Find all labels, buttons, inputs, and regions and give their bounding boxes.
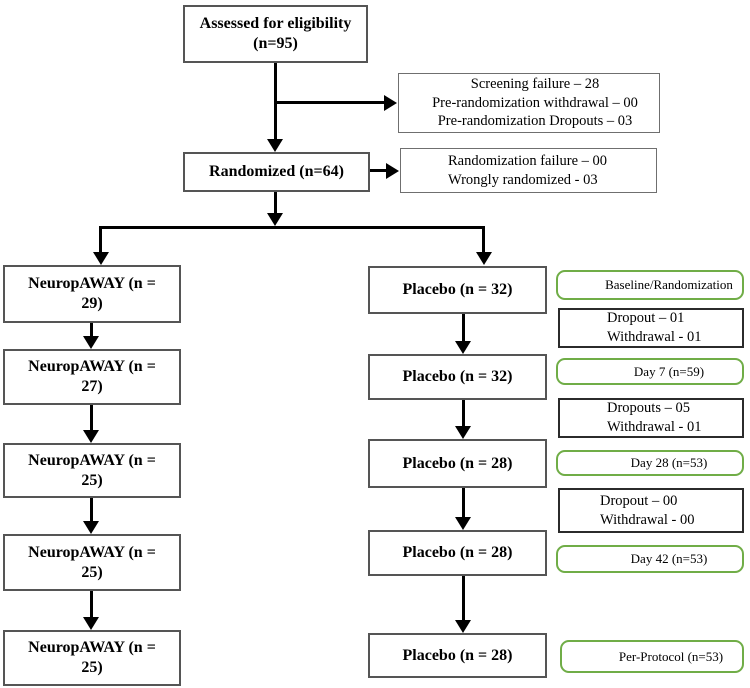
milestone-day42-box: Day 42 (n=53) (556, 545, 744, 573)
down-arrow-icon (83, 336, 99, 349)
screening-exclusions-line2: Pre-randomization withdrawal – 00 (432, 94, 638, 111)
placebo-box-3: Placebo (n = 28) (368, 439, 547, 488)
placebo-arrow-2-line (462, 400, 465, 427)
connector-to-screening-exclusions-line (275, 101, 384, 104)
placebo-box-4: Placebo (n = 28) (368, 530, 547, 576)
branch-right-stub-line (482, 226, 485, 253)
placebo-box-5-label: Placebo (n = 28) (402, 646, 513, 664)
neuropaway-box-2-line2: 27) (81, 378, 103, 395)
milestone-baseline-box: Baseline/Randomization (556, 270, 744, 300)
placebo-box-5: Placebo (n = 28) (368, 633, 547, 678)
randomized-label: Randomized (n=64) (209, 163, 344, 180)
neuropaway-box-5: NeuropAWAY (n = 25) (3, 630, 181, 686)
down-arrow-icon (93, 252, 109, 265)
randomization-exclusions-line2: Wrongly randomized - 03 (448, 171, 598, 188)
neuropaway-box-5-line1: NeuropAWAY (n = (28, 639, 156, 656)
milestone-day42-label: Day 42 (n=53) (630, 551, 708, 566)
attrition-2-line2: Withdrawal - 01 (607, 419, 702, 435)
eligibility-line1: Assessed for eligibility (199, 15, 352, 32)
attrition-3-line2: Withdrawal - 00 (600, 511, 695, 528)
neuropaway-box-4: NeuropAWAY (n = 25) (3, 534, 181, 591)
attrition-box-1: Dropout – 01 Withdrawal - 01 (558, 308, 744, 348)
neuropaway-arrow-3-line (90, 498, 93, 522)
randomized-box: Randomized (n=64) (183, 152, 370, 192)
screening-exclusions-box: Screening failure – 28 Pre-randomization… (398, 73, 660, 133)
eligibility-box: Assessed for eligibility (n=95) (183, 5, 368, 63)
milestone-baseline-label: Baseline/Randomization (605, 277, 733, 292)
attrition-box-2: Dropouts – 05 Withdrawal - 01 (558, 398, 744, 438)
attrition-3-line1: Dropout – 00 (600, 492, 678, 509)
connector-to-randomization-exclusions-line (370, 169, 387, 172)
down-arrow-icon (455, 620, 471, 633)
down-arrow-icon (83, 430, 99, 443)
down-arrow-icon (476, 252, 492, 265)
branch-left-stub-line (99, 226, 102, 253)
neuropaway-box-2-line1: NeuropAWAY (n = (28, 358, 156, 375)
randomization-exclusions-box: Randomization failure – 00 Wrongly rando… (400, 148, 657, 193)
connector-randomized-to-branch-line (274, 192, 277, 215)
placebo-arrow-3-line (462, 488, 465, 518)
down-arrow-icon (455, 341, 471, 354)
neuropaway-box-3: NeuropAWAY (n = 25) (3, 443, 181, 498)
neuropaway-box-4-line1: NeuropAWAY (n = (28, 543, 156, 561)
milestone-per-protocol-label: Per-Protocol (n=53) (618, 648, 724, 664)
milestone-per-protocol-box: Per-Protocol (n=53) (560, 640, 744, 673)
placebo-box-1-label: Placebo (n = 32) (402, 281, 513, 298)
neuropaway-arrow-4-line (90, 591, 93, 618)
neuropaway-box-2: NeuropAWAY (n = 27) (3, 349, 181, 405)
placebo-arrow-4-line (462, 576, 465, 621)
attrition-2-line1: Dropouts – 05 (607, 400, 690, 417)
eligibility-line2: (n=95) (253, 35, 298, 52)
placebo-box-2-label: Placebo (n = 32) (402, 368, 513, 385)
down-arrow-icon (455, 517, 471, 530)
neuropaway-box-1-line1: NeuropAWAY (n = (28, 275, 156, 292)
screening-exclusions-line1: Screening failure – 28 (470, 75, 600, 92)
neuropaway-box-4-line2: 25) (81, 563, 103, 581)
neuropaway-arrow-1-line (90, 323, 93, 337)
placebo-box-3-label: Placebo (n = 28) (402, 454, 513, 472)
down-arrow-icon (455, 426, 471, 439)
right-arrow-icon (384, 95, 397, 111)
neuropaway-box-1-line2: 29) (81, 295, 103, 312)
milestone-day7-box: Day 7 (n=59) (556, 358, 744, 385)
milestone-day7-label: Day 7 (n=59) (633, 363, 705, 379)
attrition-box-3: Dropout – 00 Withdrawal - 00 (558, 488, 744, 533)
placebo-box-4-label: Placebo (n = 28) (402, 544, 513, 561)
milestone-day28-label: Day 28 (n=53) (630, 455, 708, 470)
milestone-day28-box: Day 28 (n=53) (556, 450, 744, 476)
screening-exclusions-line3: Pre-randomization Dropouts – 03 (437, 113, 633, 130)
randomization-exclusions-line1: Randomization failure – 00 (448, 152, 608, 169)
placebo-box-1: Placebo (n = 32) (368, 266, 547, 314)
neuropaway-box-5-line2: 25) (81, 659, 103, 676)
down-arrow-icon (267, 139, 283, 152)
attrition-1-line2: Withdrawal - 01 (607, 329, 702, 345)
down-arrow-icon (83, 521, 99, 534)
branch-horizontal-line (99, 226, 485, 229)
neuropaway-arrow-2-line (90, 405, 93, 431)
neuropaway-box-3-line2: 25) (81, 471, 103, 489)
placebo-arrow-1-line (462, 314, 465, 342)
placebo-box-2: Placebo (n = 32) (368, 354, 547, 400)
attrition-1-line1: Dropout – 01 (607, 310, 685, 327)
right-arrow-icon (386, 163, 399, 179)
down-arrow-icon (83, 617, 99, 630)
down-arrow-icon (267, 213, 283, 226)
neuropaway-box-3-line1: NeuropAWAY (n = (28, 451, 156, 469)
neuropaway-box-1: NeuropAWAY (n = 29) (3, 265, 181, 323)
